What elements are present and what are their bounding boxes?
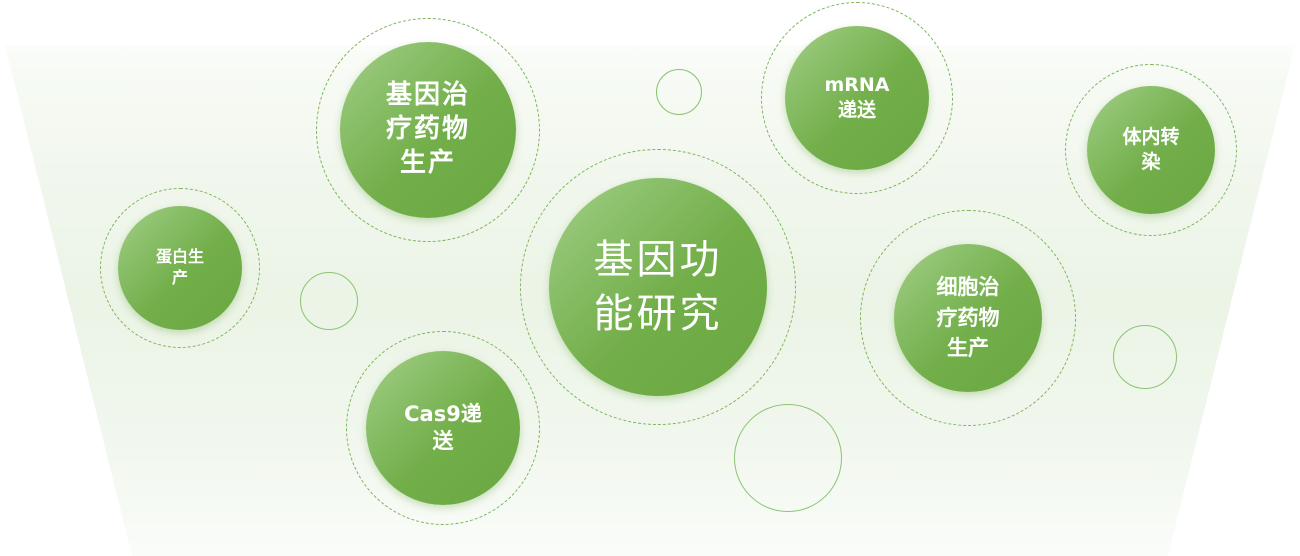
- topic-label: Cas9递 送: [404, 401, 482, 453]
- topic-label: 基因治 疗药物 生产: [385, 80, 470, 178]
- center-topic-label: 基因功 能研究: [593, 237, 723, 337]
- dashed-ring: [100, 188, 260, 348]
- decorative-circle-top-middle: [656, 69, 702, 115]
- topic-node-cas9-delivery[interactable]: Cas9递 送: [345, 330, 541, 526]
- topic-node-protein-production[interactable]: 蛋白生 产: [99, 187, 261, 349]
- topic-label: 蛋白生 产: [155, 247, 204, 287]
- center-topic-disc: 基因功 能研究: [549, 178, 767, 396]
- topic-disc: mRNA 递送: [785, 26, 929, 170]
- dashed-ring: [520, 149, 796, 425]
- topic-label: 体内转 染: [1122, 126, 1180, 173]
- dashed-ring: [761, 2, 953, 194]
- dashed-ring: [1065, 64, 1237, 236]
- center-topic-node-gene-function-research[interactable]: 基因功 能研究: [519, 148, 797, 426]
- topic-label: 细胞治 疗药物 生产: [936, 275, 1000, 361]
- topic-disc: 细胞治 疗药物 生产: [894, 244, 1042, 392]
- decorative-circle-right: [1113, 325, 1177, 389]
- topic-disc: 体内转 染: [1087, 86, 1215, 214]
- decorative-circle-bottom-middle: [734, 404, 842, 512]
- topic-node-gene-therapy-drug-production[interactable]: 基因治 疗药物 生产: [315, 17, 541, 243]
- decorative-circle-small-left: [300, 272, 358, 330]
- topic-disc: 基因治 疗药物 生产: [340, 42, 516, 218]
- topic-node-in-vivo-transfection[interactable]: 体内转 染: [1064, 63, 1238, 237]
- topic-node-mrna-delivery[interactable]: mRNA 递送: [760, 1, 954, 195]
- topic-disc: Cas9递 送: [366, 351, 520, 505]
- topic-node-cell-therapy-drug-production[interactable]: 细胞治 疗药物 生产: [859, 209, 1077, 427]
- topic-disc: 蛋白生 产: [118, 206, 242, 330]
- topic-label: mRNA 递送: [824, 74, 890, 121]
- dashed-ring: [316, 18, 540, 242]
- dashed-ring: [346, 331, 540, 525]
- dashed-ring: [860, 210, 1076, 426]
